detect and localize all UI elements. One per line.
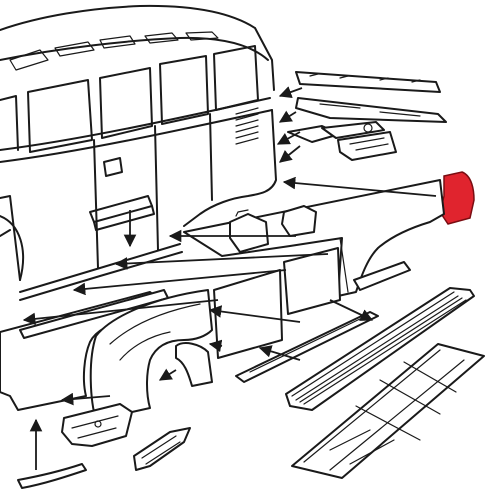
mid-brackets	[287, 121, 397, 161]
arch-bracket-right	[133, 427, 191, 471]
assembly-arrow	[72, 269, 287, 296]
assembly-arrow	[114, 253, 329, 270]
rear-side-panel	[213, 269, 283, 359]
long-sill-rail	[235, 261, 411, 383]
upper-rails	[295, 71, 447, 123]
rear-quarter-panel	[183, 179, 445, 297]
assembly-arrow	[22, 299, 219, 326]
arch-bracket-left	[61, 403, 133, 447]
assembly-arrow	[158, 368, 177, 381]
door-handle	[103, 157, 123, 177]
van-body	[0, 4, 277, 301]
lower-arch-piece	[175, 342, 213, 387]
assembly-arrow	[279, 145, 301, 163]
assembly-arrow	[329, 299, 374, 321]
assembly-arrow	[258, 345, 301, 361]
ribbed-floor-panel	[285, 287, 475, 411]
assembly-arrow	[60, 392, 111, 406]
floor-pan	[291, 343, 485, 479]
assembly-arrows	[22, 86, 437, 470]
assembly-arrow	[208, 305, 301, 323]
seat-brackets	[229, 205, 317, 253]
assembly-arrow	[282, 176, 437, 197]
assembly-arrow	[278, 110, 297, 123]
engine-vent-louvres	[235, 107, 259, 145]
rear-corner-panel	[439, 171, 475, 225]
center-side-panel	[283, 247, 341, 315]
curved-strip	[17, 463, 87, 489]
assembly-arrow	[208, 339, 223, 353]
assembly-arrow	[278, 86, 303, 99]
assembly-arrow	[276, 131, 301, 145]
